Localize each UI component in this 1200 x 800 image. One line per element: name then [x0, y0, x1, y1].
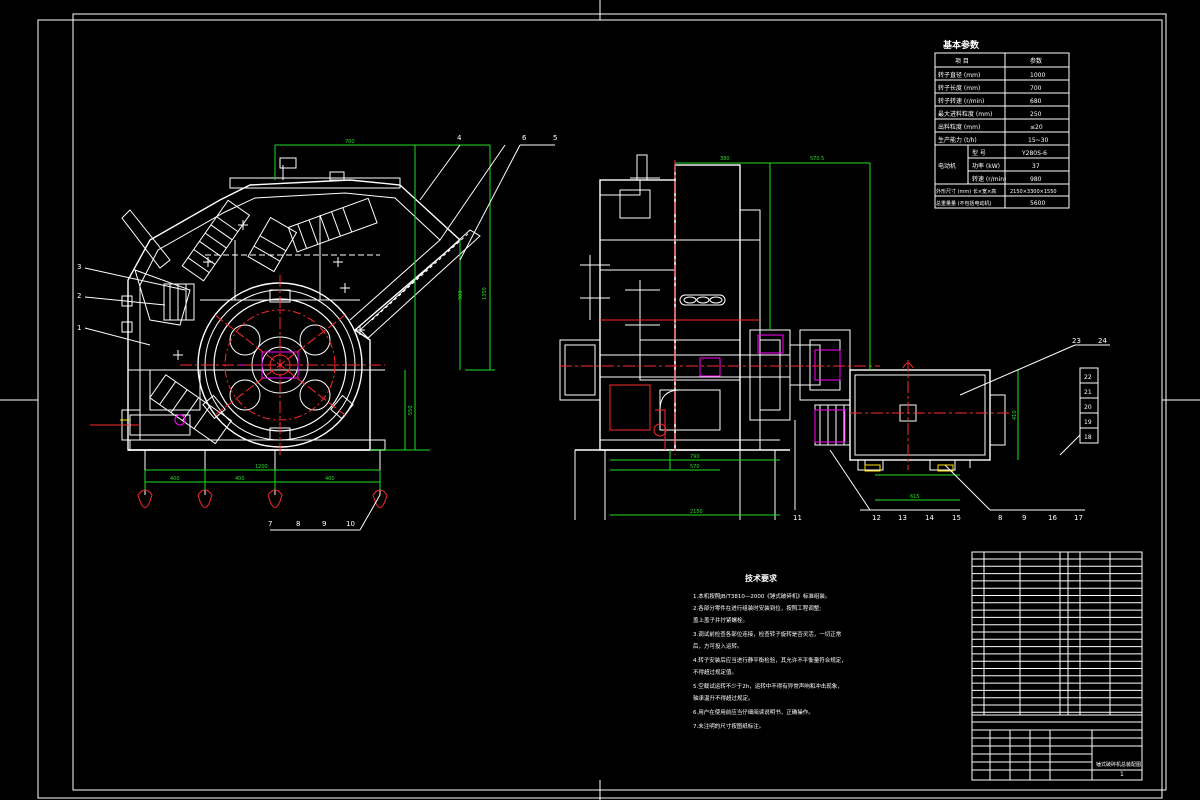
parameter-value: 1000	[1030, 72, 1045, 79]
note-line: 盖上盖子并拧紧螺栓。	[693, 616, 748, 624]
part-label: 3	[77, 263, 81, 271]
parameter-name: 转子直径 (mm)	[938, 71, 980, 79]
svg-text:2150: 2150	[690, 509, 703, 515]
side-right-label: 19	[1084, 419, 1092, 426]
part-label: 7	[268, 520, 272, 528]
side-right-label: 20	[1084, 404, 1092, 411]
part-label: 6	[522, 134, 527, 142]
front-view: 700 1350 550 900 1200 400 400 400 1 2 3 …	[77, 134, 557, 531]
parameter-value: Y280S-6	[1021, 150, 1047, 157]
part-label: 11	[793, 514, 802, 522]
part-label: 13	[898, 514, 907, 522]
parameter-value: 250	[1030, 111, 1042, 118]
drawing-name: 锤式破碎机总装配图	[1096, 761, 1141, 768]
parameter-name: 功率 (kW)	[972, 162, 1000, 170]
note-line: 3.调试前检查各部位连接，检查转子旋转是否灵活，一切正常	[693, 630, 842, 638]
svg-text:400: 400	[235, 476, 245, 482]
title-block: 锤式破碎机总装配图 1	[972, 714, 1142, 780]
svg-text:1200: 1200	[255, 464, 268, 470]
parameter-header: 项 目	[955, 58, 969, 65]
svg-text:1350: 1350	[482, 287, 488, 300]
part-label: 9	[322, 520, 326, 528]
part-label: 8	[296, 520, 300, 528]
parameter-name: 出料粒度 (mm)	[938, 123, 980, 131]
parameter-header: 参数	[1030, 57, 1042, 65]
part-label: 10	[346, 520, 355, 528]
parameter-name: 最大进料粒度 (mm)	[938, 110, 992, 118]
part-label: 1	[77, 324, 81, 332]
parts-list	[971, 551, 1143, 781]
parameter-value: ≤20	[1030, 124, 1043, 131]
svg-text:550: 550	[408, 405, 414, 415]
part-label: 12	[872, 514, 881, 522]
svg-text:700: 700	[345, 139, 355, 145]
parameter-name: 转速 (r/min)	[972, 175, 1006, 183]
parameter-value: 980	[1030, 176, 1042, 183]
parameter-value: 15~30	[1028, 137, 1048, 144]
part-label: 4	[457, 134, 462, 142]
note-line: 轴承温升不得超过规定。	[693, 694, 754, 702]
technical-notes: 技术要求 1.本机按照JB/T3810—2000《锤式破碎机》标准组装。 2.各…	[693, 573, 847, 730]
svg-text:570.5: 570.5	[810, 156, 824, 162]
parameter-name: 总重量量 (不包括电动机)	[936, 200, 992, 207]
note-line: 5.空载试运转不少于2h，运转中不得有异常声响和冲击现象，	[693, 682, 843, 690]
note-line: 2.各部分零件在进行组装时安装到位，按照工程调整;	[693, 604, 821, 612]
svg-text:380: 380	[720, 156, 730, 162]
svg-text:615: 615	[910, 494, 920, 500]
sheet-number: 1	[1120, 771, 1124, 778]
svg-text:400: 400	[170, 476, 180, 482]
part-label: 2	[77, 292, 81, 300]
svg-text:790: 790	[690, 454, 700, 460]
parameter-value: 5600	[1030, 200, 1045, 207]
part-label: 8	[998, 514, 1002, 522]
note-line: 7.未注明的尺寸按图纸标注。	[693, 722, 764, 730]
parameter-name: 外形尺寸 (mm) 长×宽×高	[936, 188, 996, 195]
svg-text:410: 410	[1012, 410, 1018, 420]
part-label: 14	[925, 514, 934, 522]
parameter-value: 2150×3300×1550	[1010, 189, 1057, 195]
parameter-table-title: 基本参数	[942, 39, 980, 51]
parameter-table: 基本参数 项 目 参数 转子直径 (mm) 1000 转子长度 (mm) 700…	[934, 39, 1070, 209]
svg-text:570: 570	[690, 464, 700, 470]
part-label: 15	[952, 514, 961, 522]
note-line: 1.本机按照JB/T3810—2000《锤式破碎机》标准组装。	[693, 592, 830, 600]
part-label: 24	[1098, 337, 1107, 345]
part-label: 23	[1072, 337, 1081, 345]
parameter-name: 转子转速 (r/min)	[938, 97, 984, 105]
svg-text:400: 400	[325, 476, 335, 482]
part-label: 16	[1048, 514, 1057, 522]
side-right-label: 21	[1084, 389, 1092, 396]
note-line: 6.用户在使用前应当仔细阅读说明书，正确操作。	[693, 708, 814, 716]
note-line: 4.转子安装后应当进行静平衡检验，其允许不平衡量符合规定，	[693, 656, 847, 664]
part-label: 9	[1022, 514, 1026, 522]
note-line: 不得超过规定值。	[693, 668, 737, 676]
svg-text:900: 900	[458, 290, 464, 300]
parameter-value: 700	[1030, 85, 1042, 92]
side-view: 380 570.5 790 570 2150 615 410	[559, 154, 1110, 522]
technical-notes-title: 技术要求	[745, 573, 778, 583]
part-label: 5	[553, 134, 557, 142]
side-right-label: 18	[1084, 434, 1092, 441]
parameter-name: 型 号	[972, 149, 986, 157]
motor-label: 电动机	[938, 162, 956, 170]
side-right-label: 22	[1084, 374, 1092, 381]
parameter-value: 37	[1032, 163, 1040, 170]
parameter-name: 转子长度 (mm)	[938, 84, 980, 92]
parameter-name: 生产能力 (t/h)	[938, 136, 977, 144]
parameter-value: 680	[1030, 98, 1042, 105]
note-line: 后，方可投入运转。	[693, 642, 743, 650]
part-label: 17	[1074, 514, 1083, 522]
